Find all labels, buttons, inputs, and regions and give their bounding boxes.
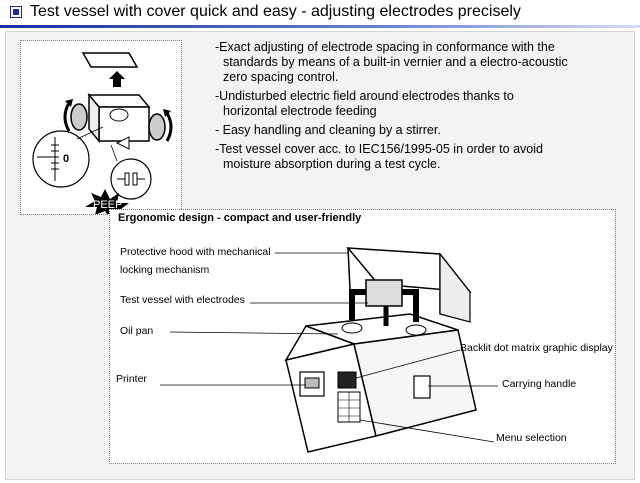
label-printer: Printer — [116, 373, 147, 385]
ergonomic-title: Ergonomic design - compact and user-frie… — [118, 212, 362, 224]
cover-lid-shape — [81, 52, 139, 68]
label-oil-pan: Oil pan — [120, 325, 154, 337]
right-electrode-arm — [402, 289, 419, 322]
feature-text: -Test vessel cover acc. to IEC156/1995-0… — [215, 142, 543, 156]
title-underline — [0, 25, 640, 28]
label-protective-hood: Protective hood with mechanical — [120, 246, 271, 258]
square-bullet-icon — [10, 6, 22, 18]
carrying-handle-shape — [413, 375, 431, 399]
left-electrode-arm — [349, 289, 366, 320]
scale-leader-line — [76, 126, 104, 140]
feature-text: - Easy handling and cleaning by a stirre… — [215, 123, 441, 137]
feature-item: - Easy handling and cleaning by a stirre… — [215, 123, 615, 138]
printer-shape — [299, 371, 325, 397]
ergonomic-design-figure: Ergonomic design - compact and user-frie… — [109, 209, 616, 464]
vernier-zero-label: 0 — [63, 153, 69, 165]
printer-slot-shape — [304, 377, 320, 389]
electrode-plate-shape — [132, 172, 138, 186]
peep-label: PEEP — [93, 199, 122, 211]
label-carrying-handle: Carrying handle — [502, 378, 577, 390]
vernier-scale-circle — [32, 130, 90, 188]
detail-leader-line — [110, 144, 118, 162]
feature-text-cont: moisture absorption during a test cycle. — [223, 157, 441, 171]
rotate-right-arrow-icon — [165, 112, 173, 142]
feature-item: -Undisturbed electric field around elect… — [215, 89, 615, 119]
label-locking-mechanism: locking mechanism — [120, 264, 210, 276]
menu-leader-line — [359, 419, 495, 443]
vessel-side-shape — [88, 92, 100, 144]
electrode-detail-circle — [110, 158, 152, 200]
label-graphic-display: Backlit dot matrix graphic display — [460, 342, 613, 354]
right-knob-shape — [148, 113, 166, 141]
display-screen-shape — [337, 371, 357, 389]
feature-list: -Exact adjusting of electrode spacing in… — [215, 40, 615, 176]
electrode-window-shape — [109, 108, 129, 122]
test-vessel-shape — [365, 279, 403, 307]
display-leader-line — [355, 349, 461, 379]
left-arrow-icon — [115, 136, 130, 150]
label-menu-selection: Menu selection — [496, 432, 567, 444]
feature-text-cont: horizontal electrode feeding — [223, 104, 377, 118]
feature-text-cont: standards by means of a built-in vernier… — [223, 55, 568, 69]
feature-text: -Exact adjusting of electrode spacing in… — [215, 40, 555, 54]
vessel-cover-drawing: 0 PEEP — [32, 52, 173, 217]
feature-text-cont: zero spacing control. — [223, 70, 339, 84]
body-top-edge-shape — [284, 325, 357, 362]
vessel-cover-illustration: 0 PEEP — [20, 40, 182, 217]
rotate-left-arrow-head-icon — [65, 99, 73, 107]
left-base-shape — [341, 322, 363, 334]
label-test-vessel: Test vessel with electrodes — [120, 294, 245, 306]
oilpan-leader-line — [169, 331, 339, 335]
page-title: Test vessel with cover quick and easy - … — [30, 3, 521, 20]
feature-item: -Test vessel cover acc. to IEC156/1995-0… — [215, 142, 615, 172]
up-arrow-icon — [109, 71, 125, 87]
title-bar: Test vessel with cover quick and easy - … — [0, 0, 640, 28]
electrode-plate-shape — [124, 172, 130, 186]
feature-item: -Exact adjusting of electrode spacing in… — [215, 40, 615, 85]
rotate-left-arrow-icon — [63, 102, 71, 132]
hood-side-shape — [439, 252, 471, 323]
rotate-right-arrow-head-icon — [163, 109, 171, 117]
right-base-shape — [405, 324, 427, 336]
left-knob-shape — [70, 103, 88, 131]
feature-text: -Undisturbed electric field around elect… — [215, 89, 514, 103]
instrument-drawing — [160, 247, 498, 453]
